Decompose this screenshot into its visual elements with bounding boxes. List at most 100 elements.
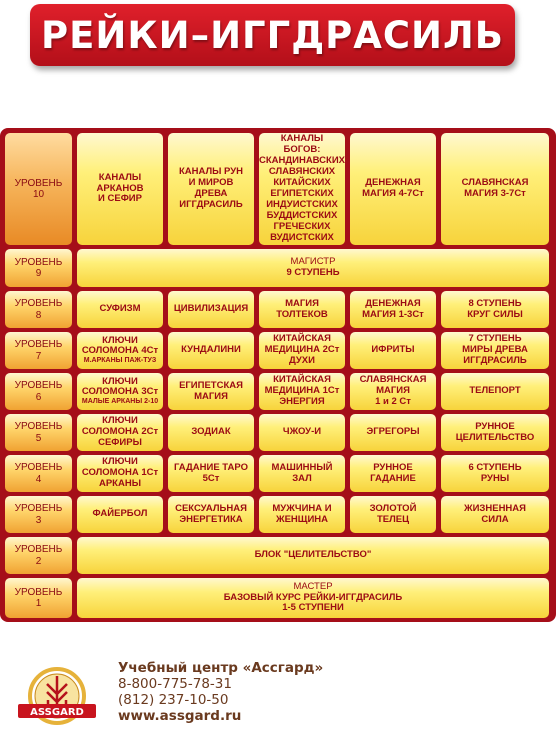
course-line: СЛАВЯНСКИХ <box>268 166 336 178</box>
website-link[interactable]: www.assgard.ru <box>118 708 242 724</box>
course-line: ЗОЛОТОЙ <box>369 502 417 514</box>
course-line: КИТАЙСКИХ <box>273 177 331 189</box>
course-cell: ТЕЛЕПОРТ <box>441 373 549 410</box>
course-line: И МИРОВ <box>188 177 234 189</box>
phone-1[interactable]: 8-800-775-78-31 <box>118 676 232 692</box>
title-banner: РЕЙКИ–ИГГДРАСИЛЬ <box>30 4 515 66</box>
course-line: ВУДИСТСКИХ <box>270 231 334 243</box>
course-line: 5Ст <box>202 472 220 484</box>
course-line: СКАНДИНАВСКИХ <box>259 155 345 167</box>
course-line: АРКАНОВ <box>96 182 144 194</box>
course-line: 7 СТУПЕНЬ <box>468 333 522 345</box>
course-cell: ЗОДИАК <box>168 414 254 451</box>
course-line: СОЛОМОНА 2Ст <box>81 426 159 438</box>
course-cell: ЦИВИЛИЗАЦИЯ <box>168 291 254 328</box>
course-line: ЭНЕРГЕТИКА <box>179 513 243 525</box>
course-line: МИРЫ ДРЕВА <box>462 344 528 356</box>
course-line: ЦИВИЛИЗАЦИЯ <box>173 303 249 315</box>
course-line: РУНЫ <box>480 472 510 484</box>
level-number: 10 <box>32 189 45 200</box>
course-line: ИФРИТЫ <box>371 344 415 356</box>
contacts: Учебный центр «Ассгард» 8-800-775-78-31 … <box>118 660 323 724</box>
course-line: ЧЖОУ-И <box>282 426 322 438</box>
course-line: ИГГДРАСИЛЬ <box>463 354 527 366</box>
course-line: ЭГРЕГОРЫ <box>366 426 420 438</box>
level-word: УРОВЕНЬ <box>14 339 63 350</box>
course-line: КЛЮЧИ <box>102 456 138 468</box>
level-word: УРОВЕНЬ <box>14 544 63 555</box>
level-word: УРОВЕНЬ <box>14 503 63 514</box>
course-line: СЕКСУАЛЬНАЯ <box>175 502 247 514</box>
course-line: МАГИСТР <box>290 256 336 268</box>
level-word: УРОВЕНЬ <box>14 177 63 189</box>
course-line: И СЕФИР <box>98 193 142 205</box>
course-block: БЛОК "ЦЕЛИТЕЛЬСТВО" <box>77 537 549 574</box>
level-word: УРОВЕНЬ <box>14 586 63 598</box>
course-line: ГРЕЧЕСКИХ <box>273 220 331 232</box>
level-number: 1 <box>35 598 42 609</box>
course-line: М.АРКАНЫ ПАЖ-ТУЗ <box>83 357 157 365</box>
course-line: ЖЕНЩИНА <box>275 513 328 525</box>
level-number: 7 <box>35 350 42 362</box>
course-line: БЛОК "ЦЕЛИТЕЛЬСТВО" <box>254 549 372 561</box>
course-line: МЕДИЦИНА 2Ст <box>264 344 340 356</box>
course-line: 9 СТУПЕНЬ <box>286 267 340 278</box>
course-line: ИГГДРАСИЛЬ <box>179 198 243 210</box>
level-number: 9 <box>35 268 42 279</box>
logo-text: ASSGARD <box>30 707 84 718</box>
course-line: ЕГИПЕТСКИХ <box>270 188 334 199</box>
level-number: 4 <box>35 473 42 485</box>
course-line: МАГИЯ 1-3Ст <box>362 308 424 320</box>
course-line: СОЛОМОНА 1Ст <box>81 467 159 479</box>
course-line: КЛЮЧИ <box>102 334 138 346</box>
course-line: МАГИЯ 3-7Ст <box>464 188 526 199</box>
org-name: Учебный центр «Ассгард» <box>118 660 324 676</box>
course-line: ДЕНЕЖНАЯ <box>365 177 421 189</box>
course-line: РУННОЕ <box>475 420 515 432</box>
course-line: МАГИЯ <box>194 390 228 402</box>
course-line: КЛЮЧИ <box>102 375 138 387</box>
course-line: КУНДАЛИНИ <box>181 344 241 356</box>
course-line: КАНАЛЫ БОГОВ: <box>280 133 324 156</box>
course-line: ФАЙЕРБОЛ <box>92 508 148 520</box>
phone-2[interactable]: (812) 237-10-50 <box>118 692 229 708</box>
course-line: ТЕЛЕЦ <box>376 513 410 525</box>
course-line: КЛЮЧИ <box>102 415 138 427</box>
course-line: МУЖЧИНА И <box>272 502 332 514</box>
course-line: СОЛОМОНА 4Ст <box>81 345 159 357</box>
course-line: МАГИЯ <box>285 297 319 309</box>
course-line: КАНАЛЫ РУН <box>178 166 244 178</box>
course-cell: ФАЙЕРБОЛ <box>77 496 163 533</box>
course-line: ЕГИПЕТСКАЯ <box>179 379 243 391</box>
course-line: ТОЛТЕКОВ <box>276 308 328 320</box>
course-line: ДУХИ <box>289 354 315 366</box>
course-line: БАЗОВЫЙ КУРС РЕЙКИ-ИГГДРАСИЛЬ <box>223 591 403 603</box>
course-line: ЗАЛ <box>292 472 312 484</box>
course-line: 1-5 СТУПЕНИ <box>282 602 344 614</box>
